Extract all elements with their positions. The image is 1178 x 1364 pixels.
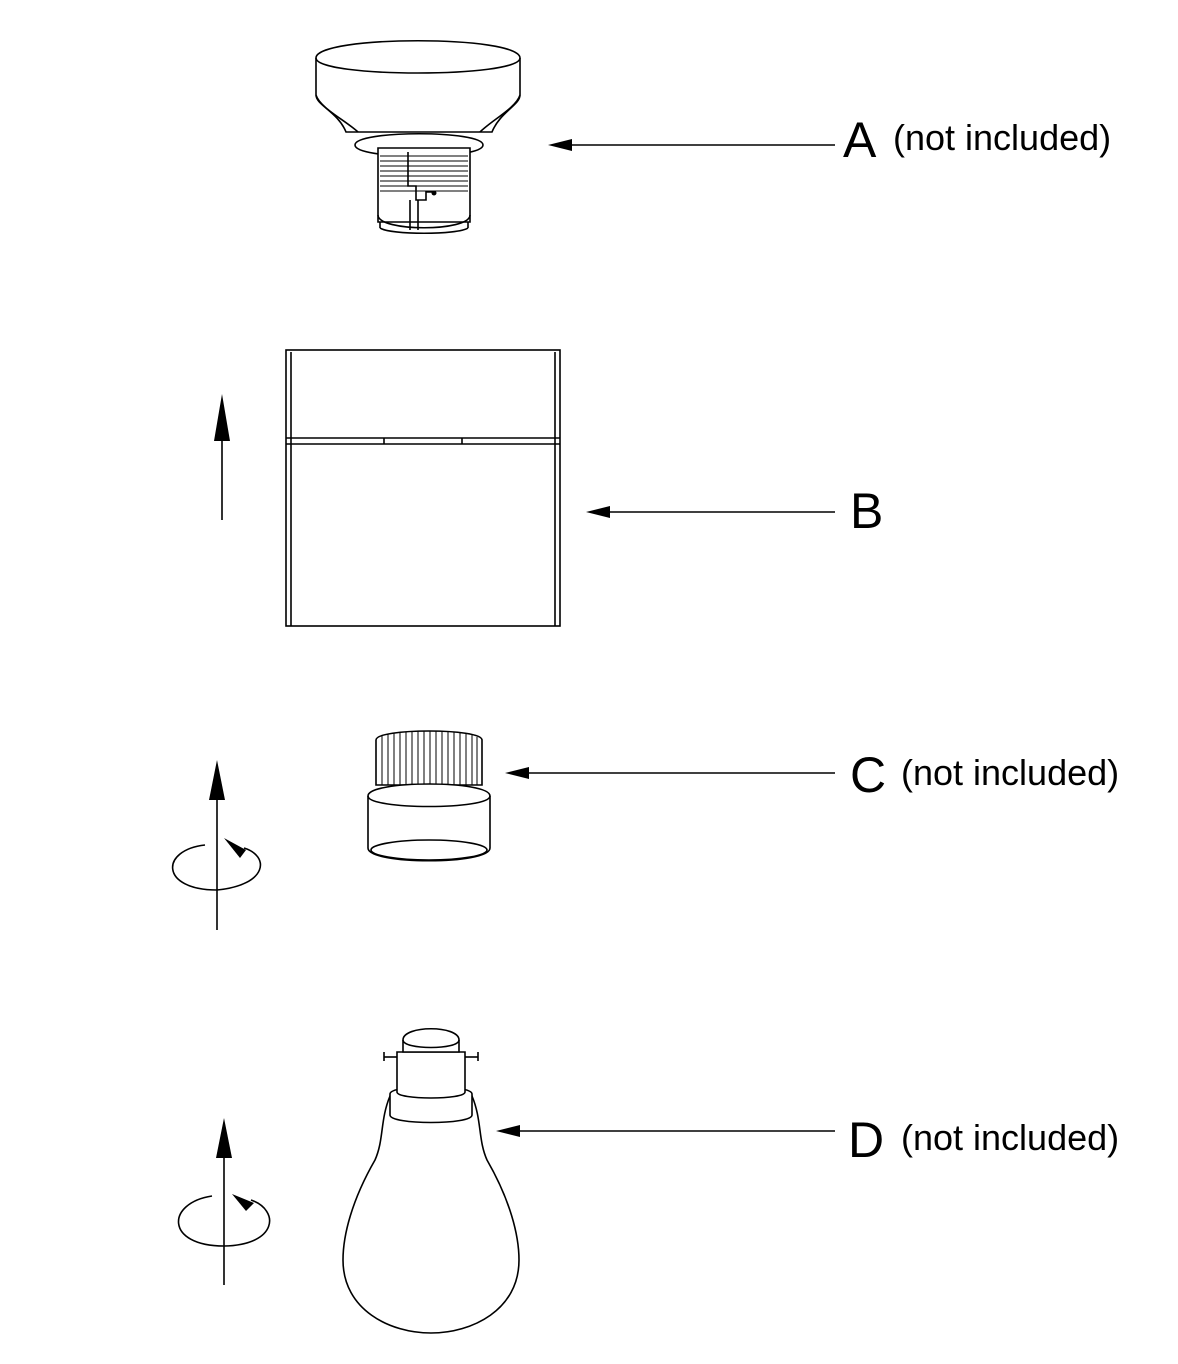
part-a-ceiling-rose bbox=[315, 39, 521, 235]
label-b-letter: B bbox=[850, 483, 883, 539]
rotate-clockwise-icon bbox=[177, 1194, 271, 1247]
label-d-letter: D bbox=[848, 1112, 884, 1168]
leader-arrow-b bbox=[586, 506, 835, 518]
label-a-note: (not included) bbox=[893, 117, 1111, 158]
leader-arrow-c bbox=[505, 767, 835, 779]
label-c-note: (not included) bbox=[901, 752, 1119, 793]
rotate-clockwise-icon bbox=[171, 838, 262, 891]
up-arrow-icon bbox=[214, 394, 230, 520]
part-d-light-bulb bbox=[342, 1027, 520, 1334]
part-b-lampshade bbox=[285, 349, 561, 627]
up-arrow-icon bbox=[216, 1118, 232, 1285]
label-d-note: (not included) bbox=[901, 1117, 1119, 1158]
label-c-letter: C bbox=[850, 747, 886, 803]
leader-arrow-d bbox=[496, 1125, 835, 1137]
part-c-shade-ring bbox=[367, 730, 491, 862]
leader-arrow-a bbox=[548, 139, 835, 151]
label-a-letter: A bbox=[843, 112, 877, 168]
up-arrow-icon bbox=[209, 760, 225, 930]
